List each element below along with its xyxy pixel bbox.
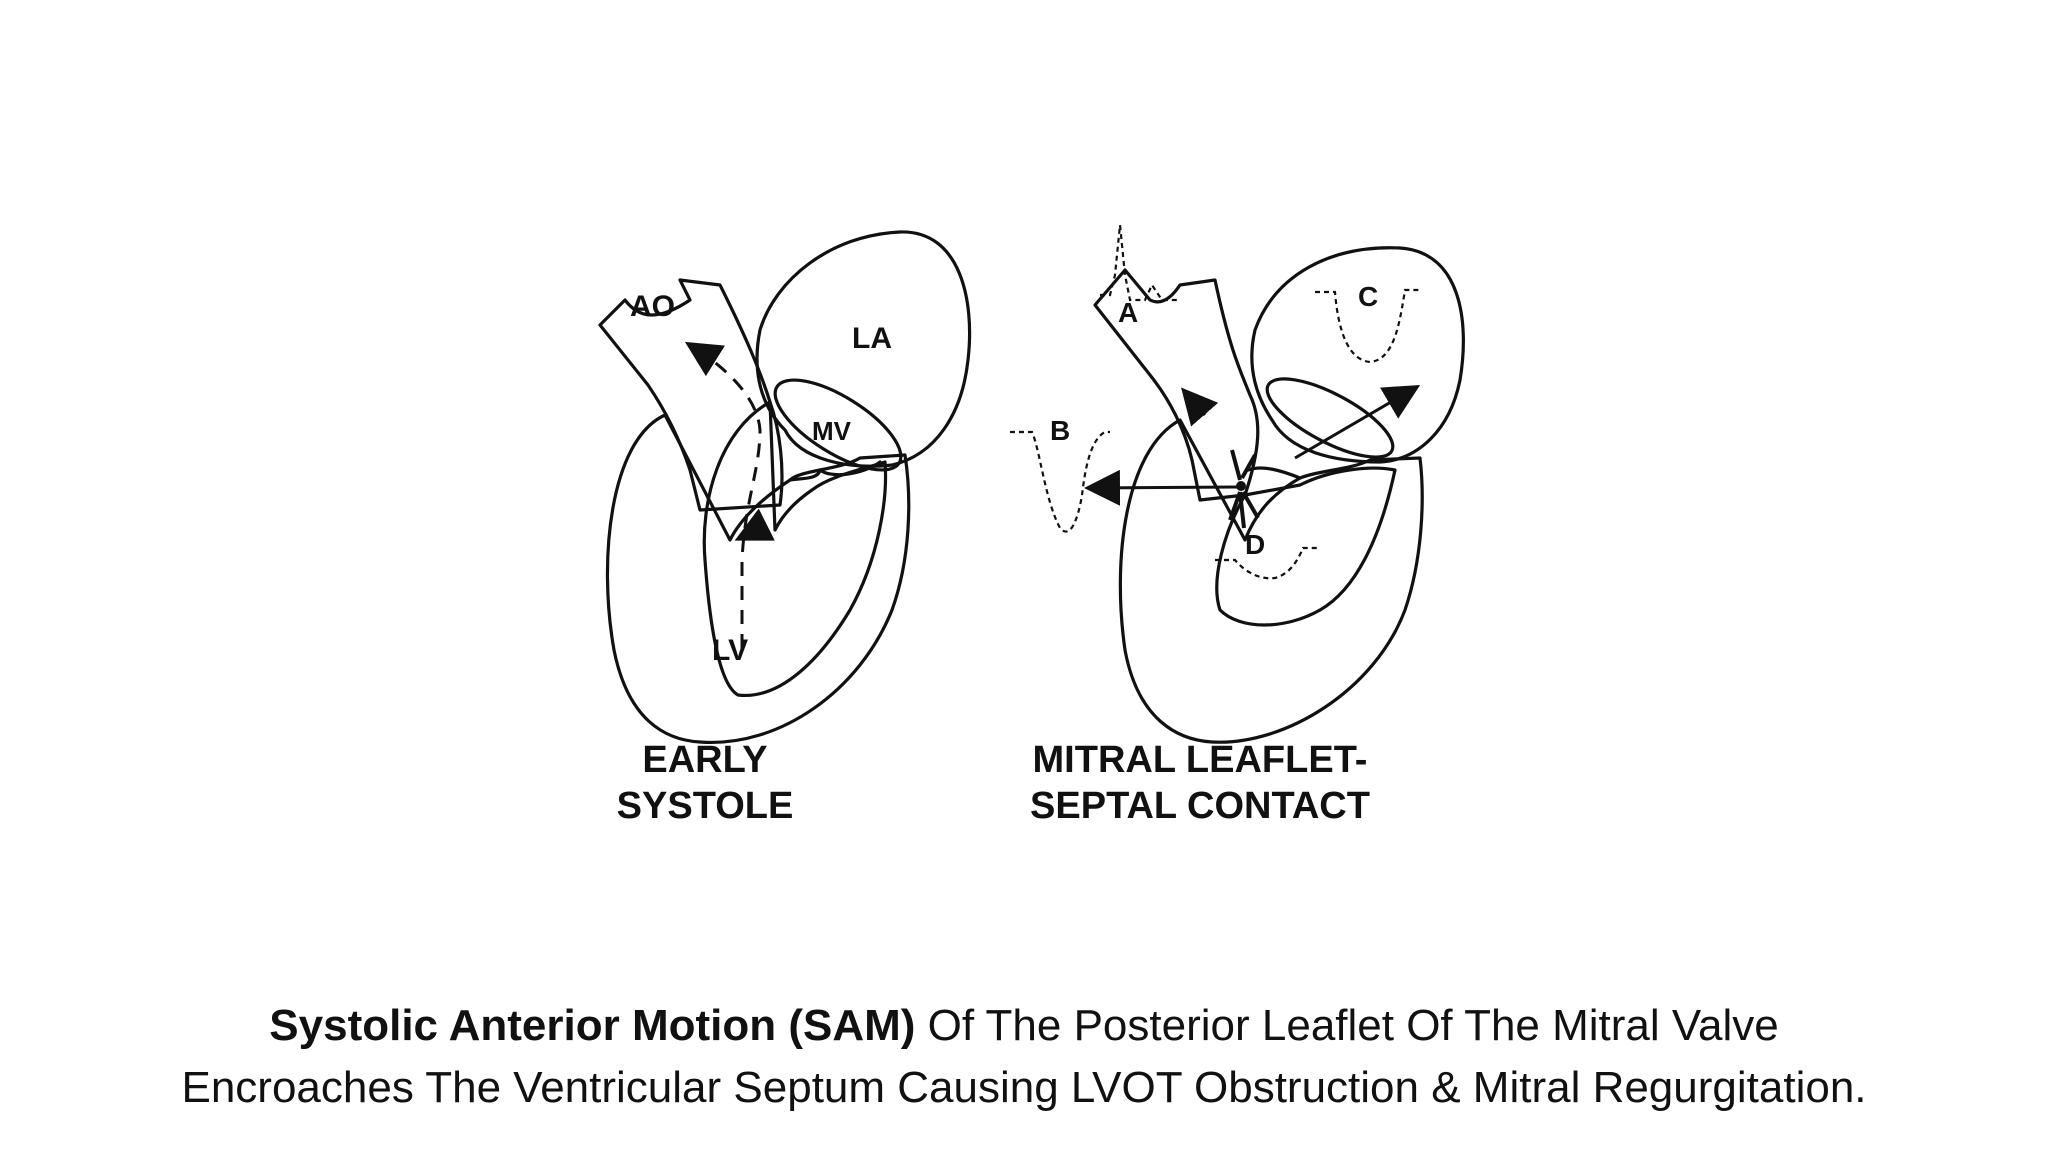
label-la: LA [852, 322, 892, 355]
right-myocardium [1118, 418, 1424, 744]
left-atrium [755, 230, 972, 468]
left-small-arrow [734, 508, 775, 541]
left-flow-arrow [684, 341, 762, 648]
left-leaflet [788, 460, 882, 482]
right-title-line2: SEPTAL CONTACT [1030, 785, 1370, 827]
waveform-a [1100, 224, 1180, 302]
label-lv: LV [712, 634, 748, 667]
right-atrium [1250, 246, 1465, 464]
caption: Systolic Anterior Motion (SAM) Of The Po… [0, 995, 2048, 1119]
label-ao: AO [630, 290, 675, 323]
turbulence-burst [1228, 449, 1260, 529]
left-aorta [598, 278, 784, 512]
left-myocardium [605, 413, 911, 745]
label-d: D [1245, 529, 1265, 560]
label-a: A [1118, 297, 1138, 328]
right-aorta [1093, 268, 1260, 502]
left-title-line1: EARLY [642, 739, 767, 781]
right-title-line1: MITRAL LEAFLET- [1033, 739, 1368, 781]
right-leaflet [1246, 466, 1302, 480]
caption-line1-rest: Of The Posterior Leaflet Of The Mitral V… [915, 1001, 1779, 1050]
label-c: C [1358, 281, 1378, 312]
waveform-c [1315, 288, 1420, 364]
waveform-d [1215, 546, 1318, 580]
septal-contact-heart [1010, 224, 1465, 744]
left-lv-cavity [702, 400, 888, 697]
label-b: B [1050, 415, 1070, 446]
arrow-to-b [1084, 469, 1239, 506]
left-title-line2: SYSTOLE [617, 785, 794, 827]
right-mitral-valve [1265, 377, 1395, 459]
caption-line1: Systolic Anterior Motion (SAM) Of The Po… [0, 995, 2048, 1057]
right-lv-cavity [1215, 466, 1397, 627]
arrow-to-c [1294, 384, 1421, 460]
early-systole-heart [598, 230, 972, 745]
waveform-b [1010, 430, 1110, 533]
caption-line2: Encroaches The Ventricular Septum Causin… [181, 1063, 1867, 1112]
left-mitral-valve [773, 378, 903, 472]
arrow-to-a [1181, 387, 1219, 427]
caption-bold: Systolic Anterior Motion (SAM) [269, 1001, 916, 1050]
label-mv: MV [812, 416, 852, 446]
